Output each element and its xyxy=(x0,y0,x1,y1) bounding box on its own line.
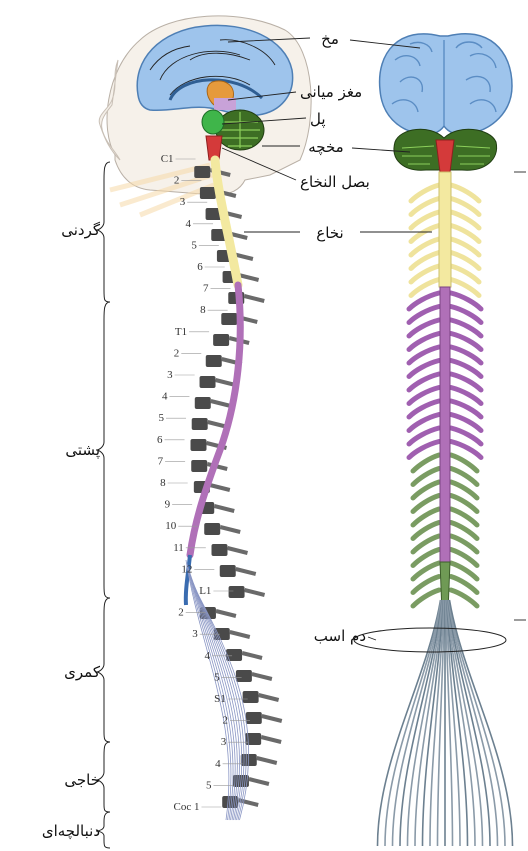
vertebra-body xyxy=(226,649,242,661)
vertebra-number: 4 xyxy=(215,758,221,770)
vertebra-body xyxy=(246,712,262,724)
vertebra-body xyxy=(236,670,252,682)
vertebra-process xyxy=(245,590,265,595)
cauda-root xyxy=(415,600,443,846)
vertebra-process xyxy=(214,506,234,511)
vertebra-body xyxy=(192,418,208,430)
region-label-coccygeal: دنبالچه‌ای xyxy=(42,822,100,840)
vertebra-number: 7 xyxy=(203,283,209,295)
vertebra-body xyxy=(212,544,228,556)
vertebra-body xyxy=(243,691,259,703)
vertebra-number: 6 xyxy=(197,261,203,273)
vertebra-body xyxy=(195,397,211,409)
region-label-sacral: خاجی xyxy=(64,771,100,789)
vertebra-process xyxy=(262,716,282,721)
region-label-thoracic: پشتی xyxy=(65,441,100,460)
vertebra-number: 6 xyxy=(157,434,163,446)
posterior-cervical-cord xyxy=(439,172,451,287)
vertebra-process xyxy=(259,695,279,700)
vertebra-number: 3 xyxy=(180,196,186,208)
vertebra-number: 2 xyxy=(222,715,228,727)
vertebra-body xyxy=(213,334,229,346)
vertebra-body xyxy=(229,586,245,598)
vertebra-body xyxy=(221,313,237,325)
vertebra-process xyxy=(210,485,230,490)
vertebra-process xyxy=(252,674,272,679)
posterior-thoracic-cord xyxy=(440,287,450,562)
vertebra-number: 8 xyxy=(160,477,166,489)
vertebra-process xyxy=(228,548,248,553)
sagittal-pons xyxy=(202,110,224,134)
vertebra-number: 5 xyxy=(159,412,165,424)
label-medulla: بصل النخاع xyxy=(300,173,370,191)
vertebra-process xyxy=(211,401,231,406)
vertebra-process xyxy=(242,653,262,658)
posterior-view xyxy=(354,34,526,846)
vertebra-number: 5 xyxy=(214,671,220,683)
vertebra-body xyxy=(200,376,216,388)
posterior-cerebrum xyxy=(380,34,512,135)
label-brain: مخ xyxy=(321,30,339,48)
vertebra-number: 4 xyxy=(205,650,211,662)
vertebra-process xyxy=(261,737,281,742)
vertebra-number: 9 xyxy=(165,499,171,511)
label-spinal-cord: نخاع xyxy=(316,224,343,242)
vertebra-number: 3 xyxy=(192,628,198,640)
sagittal-cauda-equina xyxy=(186,560,249,820)
vertebra-number: 2 xyxy=(178,607,184,619)
vertebra-process xyxy=(236,569,256,574)
vertebra-body xyxy=(220,565,236,577)
vertebra-number: 11 xyxy=(173,542,184,554)
vertebra-number: 3 xyxy=(167,369,173,381)
label-cauda-equina: دم اسب xyxy=(314,627,366,645)
vertebra-number: 12 xyxy=(181,563,192,575)
label-pons: پل xyxy=(310,110,326,129)
vertebra-number: S1 xyxy=(214,693,226,705)
vertebra-process xyxy=(216,380,236,385)
vertebra-number: 5 xyxy=(191,239,197,251)
vertebra-process xyxy=(244,296,264,301)
vertebra-process xyxy=(257,758,277,763)
vertebra-body xyxy=(191,439,207,451)
vertebra-body xyxy=(206,355,222,367)
label-midbrain: مغز میانی xyxy=(300,83,362,101)
vertebra-body xyxy=(200,187,216,199)
vertebra-process xyxy=(239,275,259,280)
vertebra-number: L1 xyxy=(199,585,211,597)
vertebra-number: 7 xyxy=(158,455,164,467)
vertebra-number: 4 xyxy=(162,391,168,403)
region-label-cervical: گردنی xyxy=(61,221,101,239)
vertebra-number: 10 xyxy=(165,520,177,532)
label-cerebellum: مخچه xyxy=(308,138,343,156)
vertebra-process xyxy=(216,611,236,616)
vertebra-body xyxy=(191,460,207,472)
vertebra-body xyxy=(194,166,210,178)
vertebra-number: 3 xyxy=(221,736,227,748)
vertebra-process xyxy=(249,779,269,784)
vertebra-process xyxy=(230,632,250,637)
posterior-cauda-equina xyxy=(378,600,513,846)
vertebra-number: 8 xyxy=(200,304,206,316)
spinal-nerve xyxy=(451,590,477,606)
vertebra-number: Coc 1 xyxy=(174,801,200,813)
sagittal-view: C12345678T123456789101112L12345S12345Coc… xyxy=(42,16,311,848)
vertebra-number: T1 xyxy=(175,326,187,338)
vertebra-number: 2 xyxy=(174,175,180,187)
vertebra-number: 4 xyxy=(186,218,192,230)
spinal-nerve xyxy=(413,590,439,606)
region-label-lumbar: کمری xyxy=(64,663,101,681)
cauda-root xyxy=(447,600,475,846)
vertebra-body xyxy=(204,523,220,535)
vertebra-number: 2 xyxy=(174,347,180,359)
vertebra-number: C1 xyxy=(161,153,174,165)
vertebra-process xyxy=(220,527,240,532)
vertebra-number: 5 xyxy=(206,779,212,791)
leader-cauda-equina xyxy=(368,637,376,640)
